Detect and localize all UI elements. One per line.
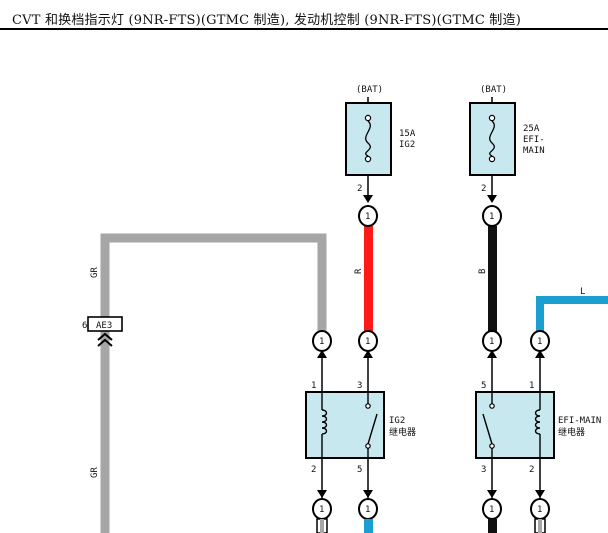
svg-text:1: 1 xyxy=(365,505,370,515)
relay-ig2-pin-1: 1 xyxy=(311,381,316,391)
svg-text:1: 1 xyxy=(365,337,370,347)
fuse-efi-conn-pin: 1 xyxy=(489,212,494,222)
relay-ig2-pin-5: 5 xyxy=(357,465,362,475)
wire-label-gr-bottom: GR xyxy=(90,467,100,478)
wire-label-r: R xyxy=(354,268,364,274)
wire-b xyxy=(488,226,497,332)
wire-r xyxy=(364,226,373,332)
svg-text:1: 1 xyxy=(489,337,494,347)
splice-ae3: AE3 6 xyxy=(82,316,123,347)
relay-ig2-pin-2: 2 xyxy=(311,465,316,475)
relay-efi-pin-5: 5 xyxy=(481,381,486,391)
connector-ig2-bottom-left: 1 xyxy=(312,458,332,520)
relay-ig2-pin-3: 3 xyxy=(357,381,362,391)
connector-efi-top-left: 1 xyxy=(482,330,502,392)
fuse-efi-pin: 2 xyxy=(481,184,486,194)
fuse-efi-main: (BAT) 25A EFI- MAIN 2 1 xyxy=(469,85,545,227)
relay-ig2-name: IG2 xyxy=(389,416,405,426)
connector-efi-bottom-left: 1 xyxy=(482,458,502,520)
fuse-ig2-conn-pin: 1 xyxy=(365,212,370,222)
connector-efi-top-right: 1 xyxy=(530,330,550,392)
splice-id: AE3 xyxy=(96,321,112,331)
svg-text:1: 1 xyxy=(319,505,324,515)
bottom-wire-stubs xyxy=(316,518,546,533)
connector-ig2-top-left: 1 xyxy=(312,330,332,392)
wire-l xyxy=(536,296,608,334)
title-bar: CVT 和换档指示灯 (9NR-FTS)(GTMC 制造), 发动机控制 (9N… xyxy=(0,0,608,30)
relay-efi-name: EFI-MAIN xyxy=(558,416,601,426)
fuse-efi-source: (BAT) xyxy=(480,85,507,95)
relay-efi-main: 5 1 3 2 EFI-MAIN 继电器 xyxy=(475,381,601,475)
svg-text:1: 1 xyxy=(537,337,542,347)
relay-efi-pin-2: 2 xyxy=(529,465,534,475)
relay-efi-pin-1: 1 xyxy=(529,381,534,391)
wire-label-gr-top: GR xyxy=(90,267,100,278)
fuse-ig2-name: IG2 xyxy=(399,140,415,150)
fuse-ig2-rating: 15A xyxy=(399,129,416,139)
fuse-ig2-pin: 2 xyxy=(357,184,362,194)
page-title: CVT 和换档指示灯 (9NR-FTS)(GTMC 制造), 发动机控制 (9N… xyxy=(12,13,521,28)
fuse-efi-name-1: EFI- xyxy=(523,135,545,145)
svg-text:1: 1 xyxy=(489,505,494,515)
wire-gr xyxy=(100,233,327,533)
relay-efi-pin-3: 3 xyxy=(481,465,486,475)
fuse-ig2-source: (BAT) xyxy=(356,85,383,95)
svg-text:1: 1 xyxy=(537,505,542,515)
wire-label-l: L xyxy=(580,287,585,297)
wire-label-b: B xyxy=(478,269,488,274)
splice-pin: 6 xyxy=(82,321,87,331)
relay-efi-desc: 继电器 xyxy=(558,426,585,438)
relay-ig2: 1 3 2 5 IG2 继电器 xyxy=(305,381,416,475)
relay-ig2-desc: 继电器 xyxy=(389,426,416,438)
connector-ig2-top-right: 1 xyxy=(358,330,378,392)
fuse-efi-rating: 25A xyxy=(523,124,540,134)
fuse-ig2: (BAT) 15A IG2 2 1 xyxy=(345,85,416,227)
fuse-efi-name-2: MAIN xyxy=(523,146,545,156)
svg-text:1: 1 xyxy=(319,337,324,347)
